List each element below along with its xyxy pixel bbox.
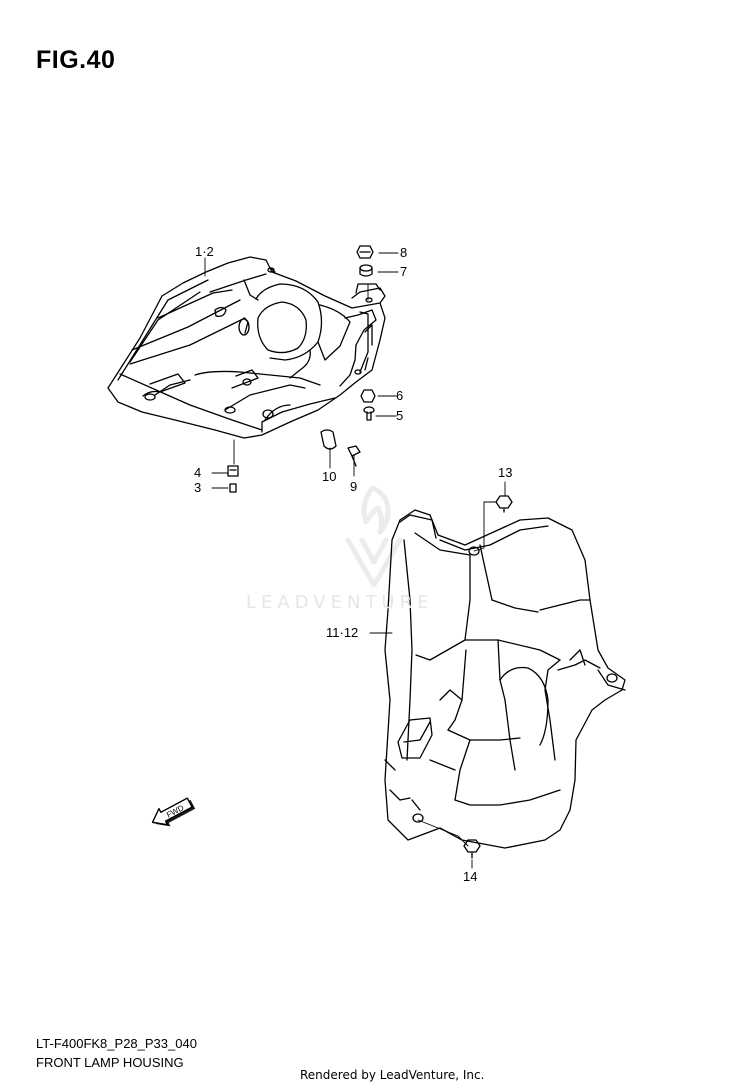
hardware-nut-4: [227, 465, 239, 477]
callout-11-12[interactable]: 11·12: [326, 625, 359, 640]
diagram-code: LT-F400FK8_P28_P33_040: [36, 1036, 197, 1051]
leadventure-watermark-logo: [345, 485, 403, 588]
callout-4[interactable]: 4: [194, 465, 202, 480]
hardware-screw-3: [229, 483, 237, 493]
callout-7[interactable]: 7: [400, 264, 408, 279]
hardware-screw-13: [495, 495, 513, 513]
fwd-arrow-icon: FWD: [151, 797, 196, 827]
figure-title: FIG.40: [36, 46, 116, 74]
callout-6[interactable]: 6: [396, 388, 404, 403]
callout-14[interactable]: 14: [463, 869, 478, 884]
callout-10[interactable]: 10: [322, 469, 337, 484]
upper-lamp-housing: [107, 256, 386, 439]
callout-3[interactable]: 3: [194, 480, 202, 495]
hardware-bolt-5: [363, 406, 375, 421]
hardware-grommet-10: [320, 429, 337, 450]
upper-leader-lines: [204, 252, 399, 489]
callout-5[interactable]: 5: [396, 408, 404, 423]
hardware-screw-14: [463, 839, 481, 859]
lower-leader-lines: [369, 481, 506, 869]
callout-1-2[interactable]: 1·2: [195, 244, 214, 259]
callout-13[interactable]: 13: [498, 465, 513, 480]
hardware-washer-7: [359, 264, 373, 277]
hardware-nut-6: [360, 389, 376, 403]
render-credit: Rendered by LeadVenture, Inc.: [300, 1068, 485, 1082]
watermark-text: LEADVENTURE: [246, 592, 434, 613]
hardware-nut-8: [356, 245, 374, 259]
hardware-bolt-9: [347, 445, 361, 467]
diagram-title: FRONT LAMP HOUSING: [36, 1055, 184, 1070]
callout-8[interactable]: 8: [400, 245, 408, 260]
lower-lamp-housing: [384, 509, 626, 849]
callout-9[interactable]: 9: [350, 479, 358, 494]
